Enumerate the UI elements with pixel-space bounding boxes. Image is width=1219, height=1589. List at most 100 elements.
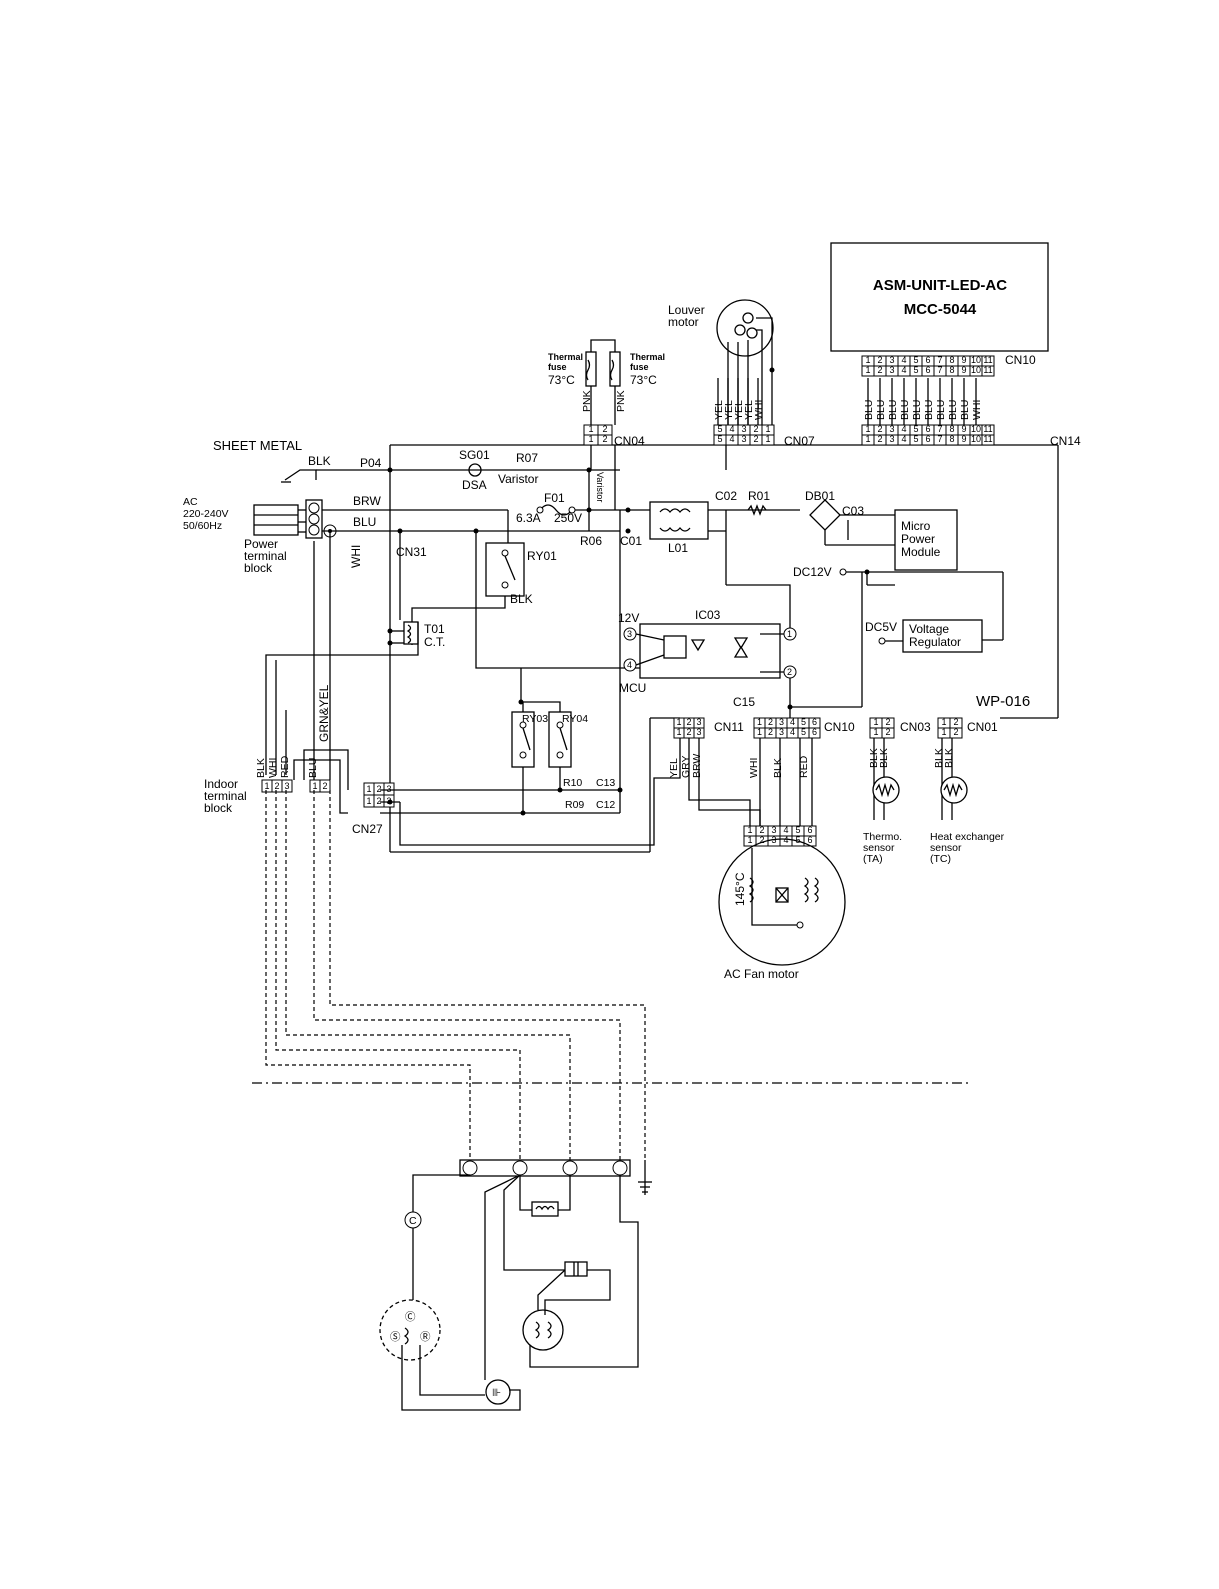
thermal-fuses: Thermal fuse 73°C Thermal fuse 73°C PNK …: [548, 339, 665, 425]
cn14-lower-pin-number: 7: [937, 434, 942, 444]
louver-label-1: Louver: [668, 303, 705, 317]
cn10-lower-pin-number: 2: [768, 727, 773, 737]
cn10-top-pin-number: 7: [937, 355, 942, 365]
fuse-label-b1: Thermal: [630, 352, 665, 362]
indoor-terminal-ground-pin-number: 1: [312, 781, 317, 791]
fuse-temp-b: 73°C: [630, 373, 657, 387]
pnk-wire-b: PNK: [615, 390, 627, 412]
indoor-terminal-ground-pin-number: 2: [322, 781, 327, 791]
fuse-label-a1: Thermal: [548, 352, 583, 362]
svg-text:C: C: [409, 1215, 417, 1227]
pnk-wire-a: PNK: [581, 390, 593, 412]
led-module: ASM-UNIT-LED-AC MCC-5044: [830, 242, 1049, 352]
varistor-label: Varistor: [498, 472, 538, 486]
cn10-top-pin-number: 5: [913, 355, 918, 365]
power-terminal-block: Power terminal block: [244, 499, 337, 575]
indoor-wire: WHI: [267, 758, 279, 778]
cn14-wire: BLU: [959, 400, 971, 420]
outdoor-unit: C Ⓒ Ⓢ Ⓡ ⊪: [379, 1159, 652, 1411]
cn10-lower-pin-number: 1: [757, 727, 762, 737]
cn14-lower-pin-number: 10: [971, 434, 981, 444]
cn14-lower-pin-number: 11: [983, 434, 992, 444]
fan-wire: YEL: [668, 758, 680, 778]
cn10-top-lower-pin-number: 4: [901, 365, 906, 375]
fan-motor-connector-pin-number: 6: [807, 825, 812, 835]
cn14-wire: BLU: [899, 400, 911, 420]
cn14-lower-pin-number: 4: [901, 434, 906, 444]
cn07-lower-pin-number: 3: [741, 434, 746, 444]
cn14-wire: BLU: [923, 400, 935, 420]
c03-label: C03: [842, 504, 864, 518]
louver-wire: YEL: [713, 400, 725, 420]
cn07-pin-number: 2: [753, 424, 758, 434]
cn01-pin-number: 2: [953, 717, 958, 727]
cn14-pin-number: 4: [901, 424, 906, 434]
cn14-lower-pin-number: 9: [961, 434, 966, 444]
dc12-label: DC12V: [793, 565, 832, 579]
cn10-top-pin-number: 6: [925, 355, 930, 365]
brw-wire: BRW: [353, 494, 381, 508]
cn10-top-lower-pin-number: 11: [983, 365, 992, 375]
cn10-pin-number: 2: [768, 717, 773, 727]
cn03-lower-pin-number: 2: [885, 727, 890, 737]
fan-motor-label: AC Fan motor: [724, 967, 799, 981]
ac-voltage: 220-240V: [183, 508, 229, 520]
svg-text:4: 4: [627, 660, 632, 670]
cn14-pin-number: 7: [937, 424, 942, 434]
ac-label: AC: [183, 496, 198, 508]
power-block-3: block: [244, 561, 273, 575]
micro-power-3: Module: [901, 545, 941, 559]
r07-label: R07: [516, 451, 538, 465]
cn10-top-lower-pin-number: 3: [889, 365, 894, 375]
cn14-pin-number: 3: [889, 424, 894, 434]
cn01-lower-pin-number: 2: [953, 727, 958, 737]
svg-text:(TC): (TC): [930, 853, 951, 865]
svg-text:3: 3: [627, 629, 632, 639]
ac-frequency: 50/60Hz: [183, 520, 222, 532]
cn04-pin-number: 2: [602, 424, 607, 434]
fan-motor-connector-pin-number: 5: [795, 825, 800, 835]
dc5-label: DC5V: [865, 620, 897, 634]
cn14-lower-pin-number: 5: [913, 434, 918, 444]
r10-label: R10: [563, 777, 582, 789]
field-wiring: [252, 790, 972, 1160]
f01-label: F01: [544, 491, 565, 505]
cn01-lower-pin: [949, 727, 963, 739]
cn11-lower-pin-number: 2: [686, 727, 691, 737]
blu-wire: BLU: [353, 515, 376, 529]
fan-motor-connector-pin-number: 2: [759, 825, 764, 835]
cn14-pin-number: 11: [983, 424, 992, 434]
cn10-top-pin-number: 1: [865, 355, 870, 365]
compressor-pin-c: Ⓒ: [405, 1311, 416, 1323]
cn10-label: CN10: [824, 720, 855, 734]
fan-wire: RED: [798, 755, 810, 778]
cn14-pin-number: 2: [877, 424, 882, 434]
cn07-pin-number: 3: [741, 424, 746, 434]
indoor-wire: BLK: [255, 758, 267, 778]
cn03-pin-number: 1: [873, 717, 878, 727]
fan-fuse-temp: 145°C: [733, 872, 747, 906]
cn10-pin-number: 5: [801, 717, 806, 727]
fan-motor-connector-lower-pin-number: 1: [747, 835, 752, 845]
cn10-top-lower-pin-number: 8: [949, 365, 954, 375]
svg-text:2: 2: [787, 667, 792, 677]
fan-motor-connector-lower-pin-number: 6: [807, 835, 812, 845]
cn10-top-lower-pin-number: 5: [913, 365, 918, 375]
indoor-wire: RED: [279, 755, 291, 778]
cn11-lower-pin-number: 1: [676, 727, 681, 737]
blk-ground-wire: BLK: [308, 454, 331, 468]
cn14-wire: BLU: [947, 400, 959, 420]
micro-power-2: Power: [901, 532, 935, 546]
cn11-pin-number: 1: [676, 717, 681, 727]
cn10-lower-pin-number: 3: [779, 727, 784, 737]
dsa-label: DSA: [462, 478, 487, 492]
svg-text:⊪: ⊪: [492, 1387, 501, 1399]
cn11-lower-pin-number: 3: [696, 727, 701, 737]
fan-motor-connector-pin-number: 3: [771, 825, 776, 835]
cn27-right-pin-number: 2: [376, 796, 381, 806]
